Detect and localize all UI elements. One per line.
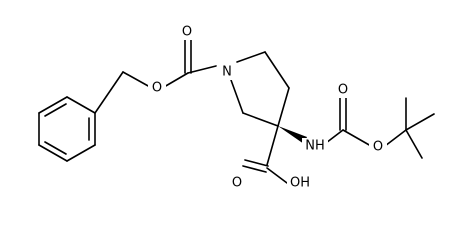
ring-bond-c2-c3 bbox=[264, 51, 290, 89]
atom-o-ester-boc: O bbox=[373, 140, 383, 155]
benzene-inner-bond-1 bbox=[44, 103, 67, 117]
boc-carbonyl-o-bond bbox=[342, 129, 372, 147]
acid-carbonyl-double-1 bbox=[244, 159, 269, 167]
stereo-wedge-bond bbox=[278, 126, 307, 144]
acid-c-oh-bond bbox=[266, 167, 288, 184]
benzene-bond-5 bbox=[66, 144, 96, 162]
ring-bond-n-c2 bbox=[236, 51, 266, 63]
chemical-structure-diagram: O O N NH O O O OH bbox=[38, 24, 435, 191]
o-tbu-bond bbox=[384, 129, 407, 147]
ring-bond-c5-n bbox=[230, 79, 244, 114]
ring-bond-c3-c4 bbox=[277, 87, 290, 127]
benzene-bond-2 bbox=[38, 96, 68, 114]
acid-carbonyl-double-2 bbox=[242, 165, 267, 173]
atom-labels: O O N NH O O O OH bbox=[148, 24, 387, 191]
benzyl-bond bbox=[94, 71, 124, 114]
atom-oh-acid: OH bbox=[290, 176, 310, 191]
atom-nh-amide: NH bbox=[305, 139, 325, 154]
atom-o-carbonyl-acid: O bbox=[232, 176, 242, 191]
ch2-o-bond bbox=[122, 71, 151, 88]
benzene-bond-4 bbox=[38, 144, 68, 162]
o-carbonyl-bond-cbz bbox=[163, 72, 189, 88]
atom-o-carbonyl-boc: O bbox=[338, 83, 348, 98]
cbz-carbonyl-n-bond bbox=[187, 65, 217, 74]
atom-n-ring: N bbox=[222, 65, 232, 80]
bond-lines bbox=[38, 39, 435, 184]
benzene-inner-bond-2 bbox=[44, 141, 67, 155]
atom-o-ester-cbz: O bbox=[152, 81, 162, 96]
ring-bond-c4-c5 bbox=[242, 112, 279, 127]
tbu-methyl-3 bbox=[405, 129, 423, 159]
tbu-methyl-1 bbox=[405, 113, 435, 131]
acid-bond bbox=[266, 125, 279, 166]
atom-o-carbonyl-cbz: O bbox=[182, 25, 192, 40]
benzene-bond-1 bbox=[66, 96, 96, 114]
